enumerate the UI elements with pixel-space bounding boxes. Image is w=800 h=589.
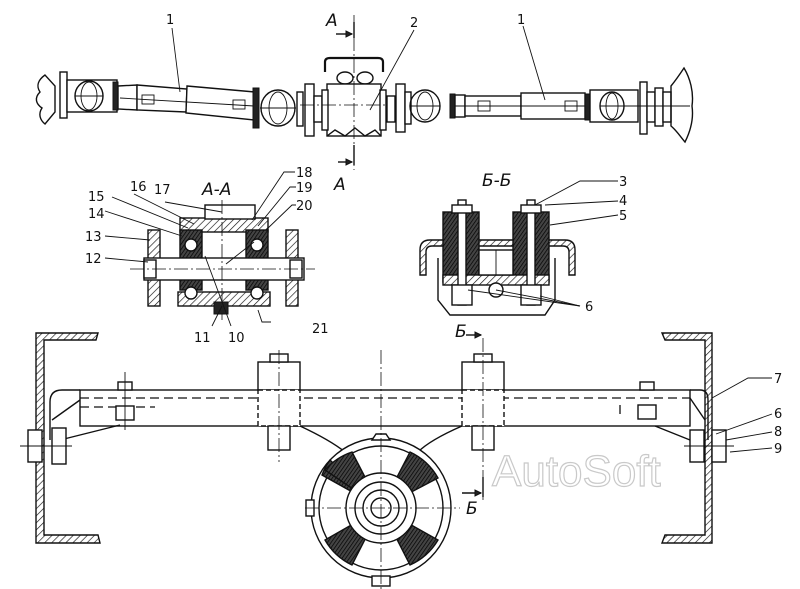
leader-6: [715, 413, 773, 435]
leader-9: [729, 447, 773, 453]
left-shaft: [117, 84, 256, 121]
section-bb-title: Б-Б: [482, 171, 511, 191]
section-a-top-letter: А: [325, 11, 338, 31]
left-universal-joint: [66, 79, 119, 113]
right-center-universal-joint: [386, 83, 441, 133]
leader-7: [711, 377, 772, 399]
leader-2: [369, 29, 415, 111]
section-a-bottom-letter: А: [333, 175, 346, 195]
callout-10: 10: [228, 331, 245, 346]
leader-8: [725, 431, 773, 441]
bb-bracket: [419, 239, 576, 276]
callout-6: 6: [774, 407, 782, 422]
left-center-universal-joint: [252, 83, 323, 137]
callout-4: 4: [619, 194, 627, 209]
crossmember: [79, 389, 691, 427]
leader-1-right: [522, 25, 546, 101]
right-arm: [417, 425, 463, 453]
callout-12: 12: [85, 252, 102, 267]
section-aa-leaders: [104, 171, 296, 327]
intermediate-support-top: [300, 15, 405, 170]
front-view: Б Б 7 6 8 9: [20, 322, 782, 589]
callout-8: 8: [774, 425, 782, 440]
callout-17: 17: [154, 183, 171, 198]
left-bracket: [49, 389, 80, 440]
callout-15: 15: [88, 190, 105, 205]
callout-13: 13: [85, 230, 102, 245]
callout-16: 16: [130, 180, 147, 195]
section-a-marker: А А: [325, 11, 355, 195]
section-b-bottom-letter: Б: [466, 499, 478, 519]
section-bb-view: Б-Б 3 4 5 6: [419, 171, 627, 316]
left-flange-plate: [59, 71, 68, 119]
section-b-top-letter: Б: [455, 322, 467, 342]
right-frame-channel: [660, 332, 713, 544]
callout-19: 19: [296, 181, 313, 196]
callout-1-left: 1: [166, 13, 174, 28]
section-b-marker: Б Б: [455, 322, 484, 519]
callout-7: 7: [774, 372, 782, 387]
callout-2: 2: [410, 16, 418, 31]
callout-9: 9: [774, 442, 782, 457]
callout-18: 18: [296, 166, 313, 181]
callout-20: 20: [296, 199, 313, 214]
watermark: AutoSoft: [492, 447, 661, 496]
right-universal-joint: [589, 66, 694, 144]
driveshaft-top-view: А А 1 2 1: [35, 11, 694, 195]
right-end-flange: [670, 66, 694, 144]
callout-21: 21: [312, 322, 329, 337]
bearing-housing-front: [305, 350, 460, 589]
callout-1-right: 1: [517, 13, 525, 28]
right-shaft: [449, 92, 600, 121]
left-arm: [299, 425, 346, 453]
callout-3: 3: [619, 175, 627, 190]
callout-5: 5: [619, 209, 627, 224]
left-frame-channel: [35, 332, 101, 544]
callout-14: 14: [88, 207, 105, 222]
section-aa-view: А-А: [85, 166, 329, 346]
section-aa-title: А-А: [201, 180, 231, 200]
leader-1-left: [171, 27, 181, 93]
callout-6-bb: 6: [585, 300, 593, 315]
callout-11: 11: [194, 331, 211, 346]
right-bracket: [690, 389, 709, 440]
left-end-flange: [35, 74, 56, 125]
